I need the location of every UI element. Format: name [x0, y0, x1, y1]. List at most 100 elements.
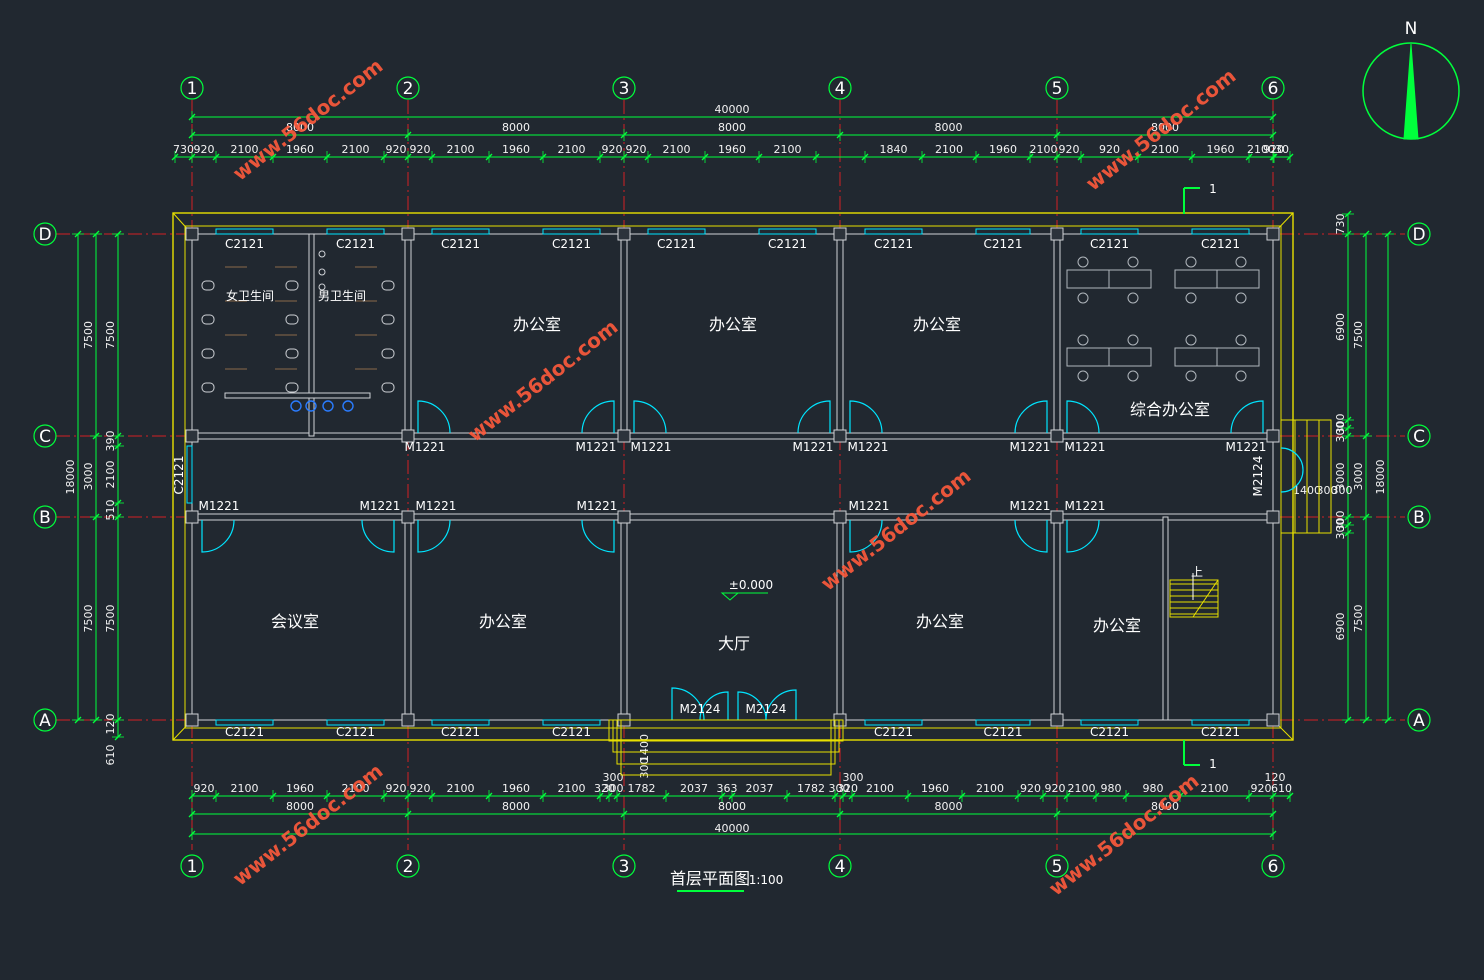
dim-top-detail-text: 2100 — [447, 143, 475, 156]
door-swing — [1014, 400, 1048, 434]
dim-right-inner-text: 300 — [1334, 422, 1347, 443]
axis-bubble-1 — [180, 854, 204, 878]
door-swing — [633, 400, 667, 434]
axis-bubble-B — [1407, 505, 1431, 529]
dim-top-detail-text: 2100 — [1030, 143, 1058, 156]
axis-label-2: 2 — [403, 857, 414, 877]
dim-top-detail-text: 2100 — [342, 143, 370, 156]
axis-label-1: 1 — [187, 79, 198, 99]
side-porch-step — [1280, 419, 1308, 534]
dim-top-detail-text: 2100 — [663, 143, 691, 156]
column — [617, 429, 631, 443]
column — [1266, 713, 1280, 727]
dim-bottom-detail-text: 2037 — [680, 782, 708, 795]
dim-bottom-total-text: 40000 — [715, 822, 750, 835]
section-label: 1 — [1209, 757, 1217, 771]
corridor-wall-1 — [191, 513, 1274, 521]
dim-top-detail-text: 1960 — [502, 143, 530, 156]
window-top — [975, 228, 1031, 235]
dim-left-inner-text: 7500 — [104, 605, 117, 633]
dim-top-detail-text: 920 — [1059, 143, 1080, 156]
dim-right-ad-text: 7500 — [1352, 321, 1365, 349]
axis-bubble-5 — [1045, 76, 1069, 100]
column — [1266, 227, 1280, 241]
side-door-swing — [1280, 447, 1304, 493]
window-label: C2121 — [1201, 237, 1240, 251]
sink-fixture — [322, 400, 334, 412]
window-left — [186, 445, 193, 504]
axis-bubble-1 — [180, 76, 204, 100]
side-porch-step — [1280, 419, 1320, 534]
room-label-office: 办公室 — [1093, 616, 1141, 635]
dim-right-inner-text: 300 — [1334, 511, 1347, 532]
sink-fixture — [305, 400, 317, 412]
axis-bubble-4 — [828, 854, 852, 878]
dim-left-ad-text: 3000 — [82, 463, 95, 491]
urinal-fixture — [318, 268, 326, 276]
window-label: C2121 — [874, 725, 913, 739]
window-bottom — [975, 719, 1031, 726]
dim-left-inner-text: 2100 — [104, 461, 117, 489]
axis-label-6: 6 — [1268, 79, 1279, 99]
partition-wall — [1053, 516, 1061, 721]
axis-label-6: 6 — [1268, 857, 1279, 877]
desk-cluster — [1108, 269, 1152, 289]
window-top — [431, 228, 490, 235]
dim-top-detail-text: 1960 — [1207, 143, 1235, 156]
door-label: M1221 — [793, 440, 834, 454]
wc-counter — [224, 392, 371, 399]
door-label: M1221 — [1010, 499, 1051, 513]
column — [401, 510, 415, 524]
drawing-title: 首层平面图 — [670, 869, 750, 888]
column — [1050, 713, 1064, 727]
dim-top-detail-text: 730 — [173, 143, 194, 156]
dim-top-detail-text: 2100 — [1151, 143, 1179, 156]
main-door-swing — [765, 689, 797, 721]
door-swing — [581, 519, 615, 553]
door-label: M1221 — [848, 440, 889, 454]
window-top — [215, 228, 274, 235]
dim-top-bays-text: 8000 — [1151, 121, 1179, 134]
axis-label-2: 2 — [403, 79, 414, 99]
dim-left-ad-text: 7500 — [82, 605, 95, 633]
dim-bottom-extra: 120 — [1265, 771, 1286, 784]
toilet-fixture — [381, 348, 395, 359]
dim-bottom-detail-text: 300 — [829, 782, 850, 795]
partition-wall — [1053, 233, 1061, 437]
exterior-wall-outer — [172, 212, 1294, 741]
axis-label-3: 3 — [619, 79, 630, 99]
dim-top-detail-text: 1960 — [286, 143, 314, 156]
column — [1050, 227, 1064, 241]
watermark-text: www.56doc.com — [1081, 64, 1240, 196]
dim-top-detail-text: 920 — [602, 143, 623, 156]
window-top — [647, 228, 706, 235]
dim-left-extra: 120 — [104, 714, 117, 735]
dim-top-total-text: 40000 — [715, 103, 750, 116]
column — [1266, 510, 1280, 524]
window-top — [326, 228, 385, 235]
axis-label-A: A — [1413, 711, 1425, 731]
door-label: M1221 — [1010, 440, 1051, 454]
main-door-swing — [737, 691, 767, 721]
dim-top-bays-text: 8000 — [286, 121, 314, 134]
dim-right-porch: 300 — [1332, 484, 1353, 497]
door-label: M1221 — [1226, 440, 1267, 454]
window-bottom — [1080, 719, 1139, 726]
desk-cluster — [1216, 347, 1260, 367]
dim-bottom-detail-text: 920 — [1020, 782, 1041, 795]
dim-top-bays-text: 8000 — [935, 121, 963, 134]
column — [185, 713, 199, 727]
dim-top-bays-text: 8000 — [502, 121, 530, 134]
door-swing — [849, 400, 883, 434]
dim-bottom-detail-text: 2100 — [342, 782, 370, 795]
door-label: M1221 — [1065, 499, 1106, 513]
axis-label-A: A — [39, 711, 51, 731]
dim-top-detail-text: 2100 — [774, 143, 802, 156]
stair-break — [1192, 579, 1219, 618]
dim-top-detail-text: 920 — [194, 143, 215, 156]
dim-bottom-detail-text: 1782 — [797, 782, 825, 795]
window-label: C2121 — [1090, 725, 1129, 739]
room-label-office: 办公室 — [916, 612, 964, 631]
dim-bottom-detail-text: 920 — [1251, 782, 1272, 795]
